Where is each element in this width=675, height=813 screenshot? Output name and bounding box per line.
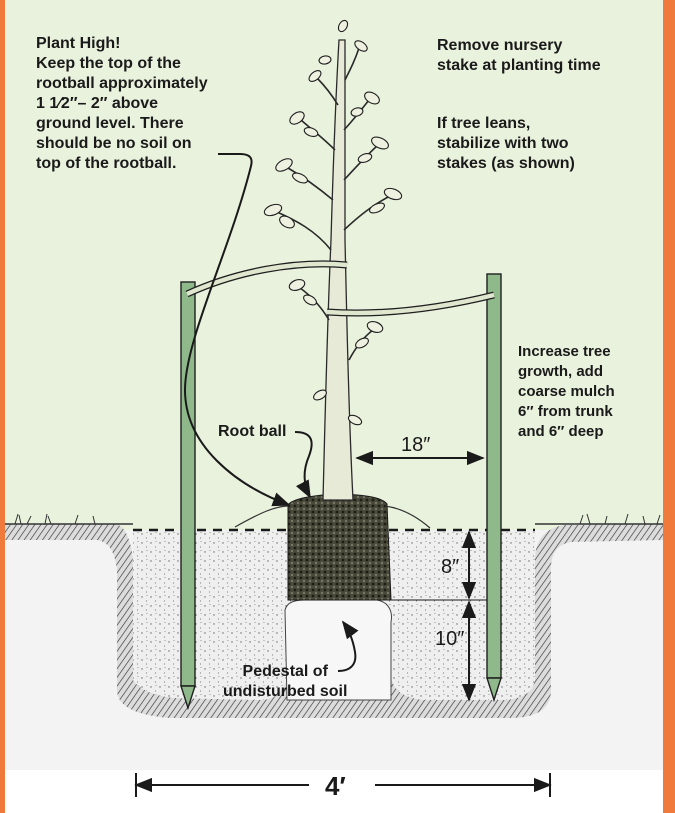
root-ball-label: Root ball <box>218 422 286 442</box>
if-leans-label: If tree leans, stabilize with two stakes… <box>437 114 575 174</box>
mulch-line: and 6″ deep <box>518 422 615 442</box>
mulch-line: Increase tree <box>518 342 615 362</box>
if-leans-line: If tree leans, <box>437 114 575 134</box>
plant-high-line: rootball approximately <box>36 74 208 94</box>
remove-stake-label: Remove nursery stake at planting time <box>437 36 601 76</box>
mulch-line: 6″ from trunk <box>518 402 615 422</box>
pedestal-line: undisturbed soil <box>223 682 347 702</box>
dimension-10: 10″ <box>435 628 464 651</box>
plant-high-line: should be no soil on <box>36 134 208 154</box>
if-leans-line: stabilize with two <box>437 134 575 154</box>
dimension-8: 8″ <box>441 556 459 579</box>
diagram-panel: Plant High! Keep the top of the rootball… <box>5 0 663 813</box>
root-ball-illustration <box>288 494 391 600</box>
plant-high-line: 1 1⁄2″– 2″ above <box>36 94 208 114</box>
remove-stake-line: stake at planting time <box>437 56 601 76</box>
pedestal-label: Pedestal of undisturbed soil <box>223 662 347 702</box>
plant-high-line: ground level. There <box>36 114 208 134</box>
plant-high-line: top of the rootball. <box>36 154 208 174</box>
mulch-line: growth, add <box>518 362 615 382</box>
dimension-18: 18″ <box>401 434 430 457</box>
plant-high-label: Plant High! Keep the top of the rootball… <box>36 34 208 174</box>
mulch-line: coarse mulch <box>518 382 615 402</box>
root-ball-text: Root ball <box>218 422 286 442</box>
plant-high-line: Keep the top of the <box>36 54 208 74</box>
remove-stake-line: Remove nursery <box>437 36 601 56</box>
stake-illustration-right <box>487 274 501 678</box>
if-leans-line: stakes (as shown) <box>437 154 575 174</box>
plant-high-title: Plant High! <box>36 34 208 54</box>
orange-frame-right <box>663 0 675 813</box>
pedestal-line: Pedestal of <box>223 662 347 682</box>
dimension-4ft: 4′ <box>325 771 346 802</box>
mulch-label: Increase tree growth, add coarse mulch 6… <box>518 342 615 442</box>
